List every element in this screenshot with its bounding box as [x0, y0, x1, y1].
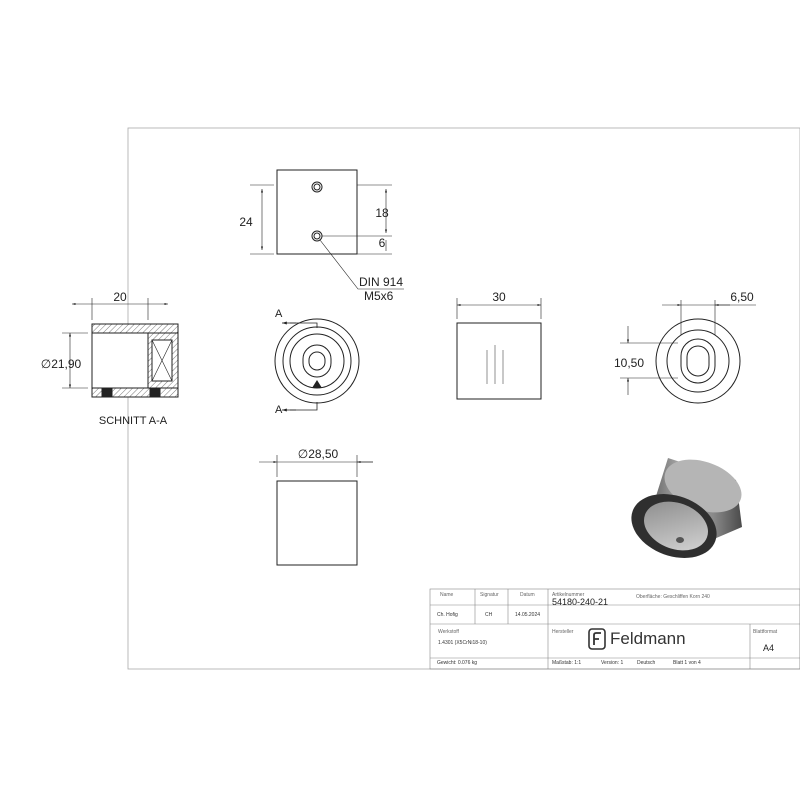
tb-date: 14.05.2024	[515, 612, 541, 618]
tb-werkstoff-header: Werkstoff	[438, 629, 459, 635]
thread-label: DIN 914	[359, 275, 403, 289]
dim-right-slot: 6,50	[730, 290, 754, 304]
dim-section-dia: ∅21,90	[41, 357, 82, 371]
dim-top-hole-b: 6	[379, 236, 386, 250]
dim-side-width: 30	[492, 290, 506, 304]
cut-label-bottom: A	[275, 404, 283, 416]
feldmann-logo-icon	[588, 628, 606, 650]
tb-hersteller-header: Hersteller	[552, 629, 574, 635]
front-plain-view	[259, 455, 373, 566]
tb-massstab: Maßstab: 1:1	[552, 660, 582, 666]
tb-oberflaeche: Oberfläche: Geschliffen Korn 240	[636, 594, 710, 600]
tb-signature: CH	[485, 612, 493, 618]
tb-version: Version: 1	[601, 660, 624, 666]
tb-artikel-number: 54180-240-21	[552, 597, 609, 607]
tb-name-header: Name	[440, 592, 454, 598]
tb-datum-header: Datum	[520, 592, 535, 598]
tb-artikel-header: Artikelnummer	[552, 592, 585, 598]
title-block	[429, 588, 800, 670]
top-view	[250, 169, 404, 290]
tb-signatur-header: Signatur	[480, 592, 499, 598]
section-title: SCHNITT A-A	[99, 415, 168, 427]
section-view	[62, 298, 179, 398]
tb-blattformat: A4	[763, 643, 775, 653]
tb-werkstoff: 1.4301 (X5CrNi18-10)	[438, 640, 487, 646]
dim-front-dia: ∅28,50	[298, 447, 339, 461]
side-view	[456, 298, 542, 400]
dim-section-length: 20	[113, 290, 127, 304]
right-view	[620, 300, 756, 404]
dim-top-hole-a: 18	[375, 206, 389, 220]
cut-label-top: A	[275, 308, 283, 320]
front-view	[274, 318, 360, 412]
thread-size: M5x6	[364, 289, 394, 303]
dim-top-height: 24	[239, 215, 253, 229]
tb-blattformat-header: Blattformat	[753, 629, 778, 635]
tb-sprache: Deutsch	[637, 660, 656, 666]
tb-checked-by: Ch. Hofig	[437, 612, 458, 618]
brand-name: Feldmann	[610, 629, 686, 648]
feldmann-logo: Feldmann	[588, 628, 686, 650]
isometric-render	[631, 458, 742, 558]
tb-blatt: Blatt 1 von 4	[673, 660, 701, 666]
dim-right-height: 10,50	[614, 356, 644, 370]
tb-gewicht: Gewicht: 0.076 kg	[437, 660, 478, 666]
